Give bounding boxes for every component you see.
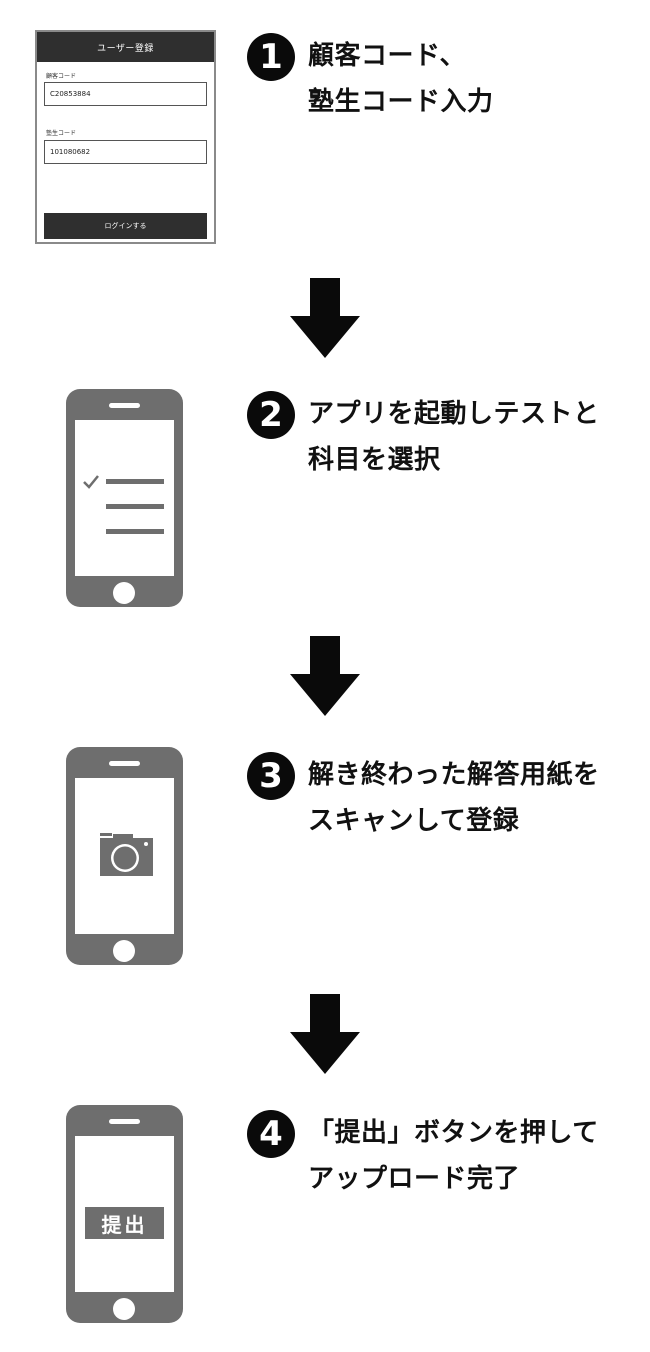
submit-button: 提出 [85,1207,164,1239]
login-screen-mock: ユーザー登録 顧客コード C20853884 塾生コード 101080682 ロ… [35,30,216,244]
school-code-field: 101080682 [44,140,207,164]
school-code-label: 塾生コード [46,130,77,137]
step-1-number-badge: 1 [247,33,295,81]
login-button: ログインする [44,213,207,239]
step-1-text: 顧客コード、 塾生コード入力 [308,33,494,125]
arrow-down-icon [290,636,360,716]
step-4-line-1: 「提出」ボタンを押して [308,1118,599,1148]
step-4-line-2: アップロード完了 [308,1164,521,1194]
step-4-text: 「提出」ボタンを押して アップロード完了 [308,1110,599,1202]
step-4-number-badge: 4 [247,1110,295,1158]
phone-checklist [66,389,183,607]
step-3-line-2: スキャンして登録 [308,806,520,836]
login-screen-title: ユーザー登録 [37,32,214,62]
checklist-icon [83,475,164,534]
step-3-text: 解き終わった解答用紙を スキャンして登録 [308,752,600,844]
arrow-down-icon [290,994,360,1074]
phone-speaker [109,761,140,766]
phone-camera [66,747,183,965]
phone-home-button [113,582,135,604]
step-3-number-badge: 3 [247,752,295,800]
step-2-text: アプリを起動しテストと 科目を選択 [308,391,600,483]
step-2-line-1: アプリを起動しテストと [308,399,600,429]
step-2-number-badge: 2 [247,391,295,439]
phone-home-button [113,1298,135,1320]
phone-screen [75,778,174,934]
camera-icon [100,833,153,876]
phone-submit: 提出 [66,1105,183,1323]
phone-speaker [109,1119,140,1124]
step-1-line-2: 塾生コード入力 [308,87,494,117]
phone-speaker [109,403,140,408]
customer-code-field: C20853884 [44,82,207,106]
customer-code-label: 顧客コード [46,73,77,80]
phone-screen: 提出 [75,1136,174,1292]
step-1-line-1: 顧客コード、 [308,41,466,71]
step-2-line-2: 科目を選択 [308,445,441,475]
phone-screen [75,420,174,576]
step-3-line-1: 解き終わった解答用紙を [308,760,600,790]
arrow-down-icon [290,278,360,358]
phone-home-button [113,940,135,962]
